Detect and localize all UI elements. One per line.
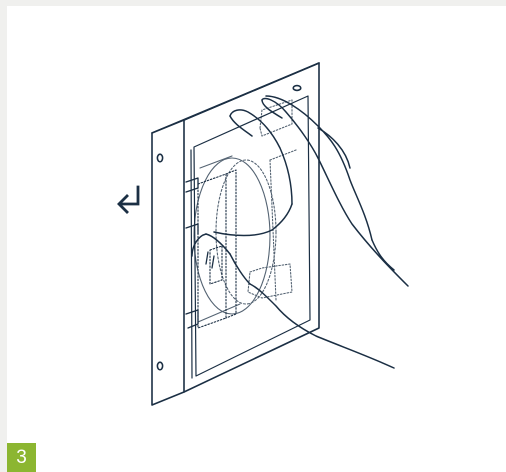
screw-hole-top-right xyxy=(292,84,302,92)
frame-front-face xyxy=(183,62,320,393)
side-clips xyxy=(185,177,215,329)
upper-hand-back xyxy=(265,95,373,241)
screw-hole-top xyxy=(156,153,164,163)
instruction-page xyxy=(7,6,506,472)
frame-box xyxy=(151,62,320,406)
screw-hole-bottom xyxy=(156,361,164,371)
upper-finger-second xyxy=(229,109,293,205)
frame-left-side xyxy=(151,119,185,406)
frame-inner-panel xyxy=(193,95,311,377)
lower-hand xyxy=(191,233,395,369)
arrow-back-icon xyxy=(117,185,140,214)
step-number-badge: 3 xyxy=(7,443,36,472)
upper-finger-index xyxy=(261,97,409,287)
mounting-bracket xyxy=(197,169,237,329)
inner-housing xyxy=(193,99,297,323)
upper-hand xyxy=(213,95,409,287)
